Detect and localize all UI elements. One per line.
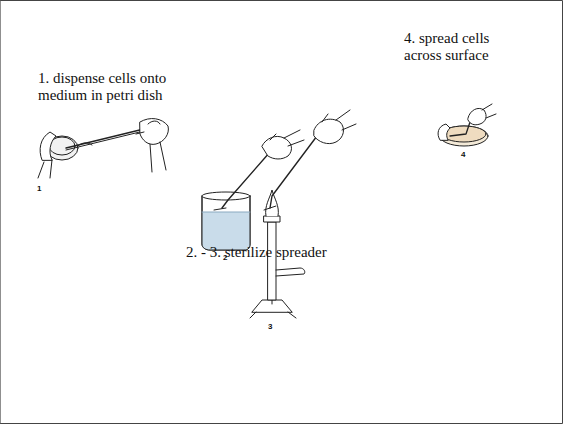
step-caption: 4. spread cells across surface <box>404 30 522 65</box>
step-caption: 2. - 3. sterilize spreader <box>186 244 416 261</box>
bunsen-burner-figure <box>250 110 356 318</box>
alcohol-beaker-figure <box>202 130 304 250</box>
callout-number: 2 <box>223 253 235 262</box>
callout-number: 3 <box>268 322 280 331</box>
callout-number: 4 <box>461 150 473 159</box>
callout-number: 1 <box>37 184 49 193</box>
spreading-figure <box>438 104 496 146</box>
dispense-figure <box>38 119 168 178</box>
step-caption: 1. dispense cells onto medium in petri d… <box>38 70 208 105</box>
